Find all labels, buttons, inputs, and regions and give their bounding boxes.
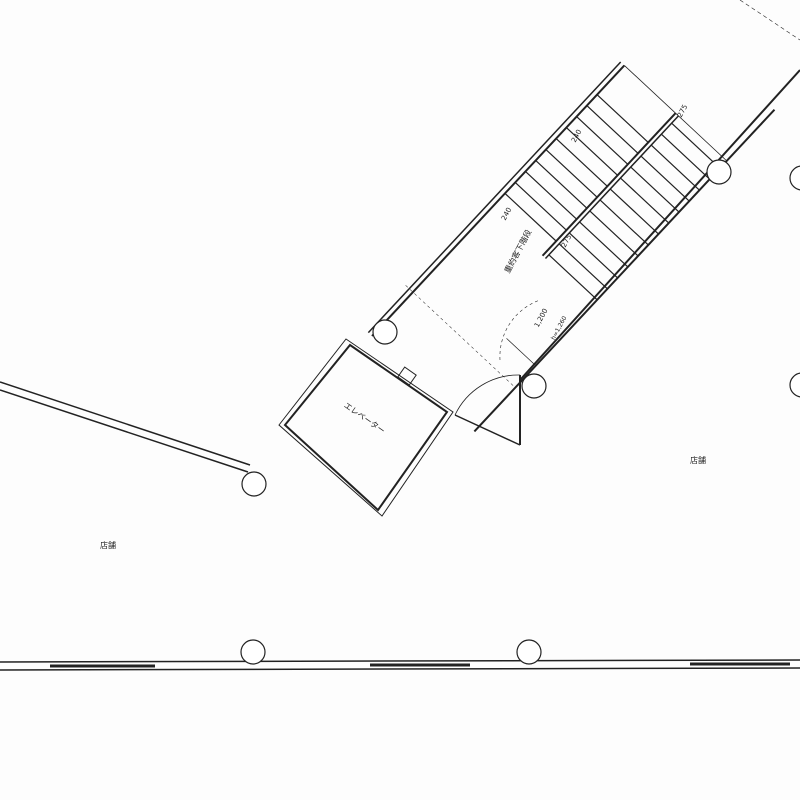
stair-shaft xyxy=(367,61,776,433)
column xyxy=(789,372,800,398)
left-wall xyxy=(0,381,251,473)
column xyxy=(789,165,800,191)
column xyxy=(372,319,398,345)
column xyxy=(241,471,267,497)
column xyxy=(240,639,266,665)
column xyxy=(706,159,732,185)
room-label-store-left: 店舗 xyxy=(100,541,116,550)
stair-treads-flight-2 xyxy=(548,122,721,301)
room-label-store-right: 店舗 xyxy=(690,456,706,465)
columns xyxy=(240,159,800,665)
right-wall xyxy=(519,69,800,381)
front-wall xyxy=(0,659,800,671)
column xyxy=(521,373,547,399)
stair-treads-flight-1 xyxy=(504,94,649,242)
elevator-shaft xyxy=(278,338,454,517)
entrance-door xyxy=(454,299,541,446)
column xyxy=(516,639,542,665)
